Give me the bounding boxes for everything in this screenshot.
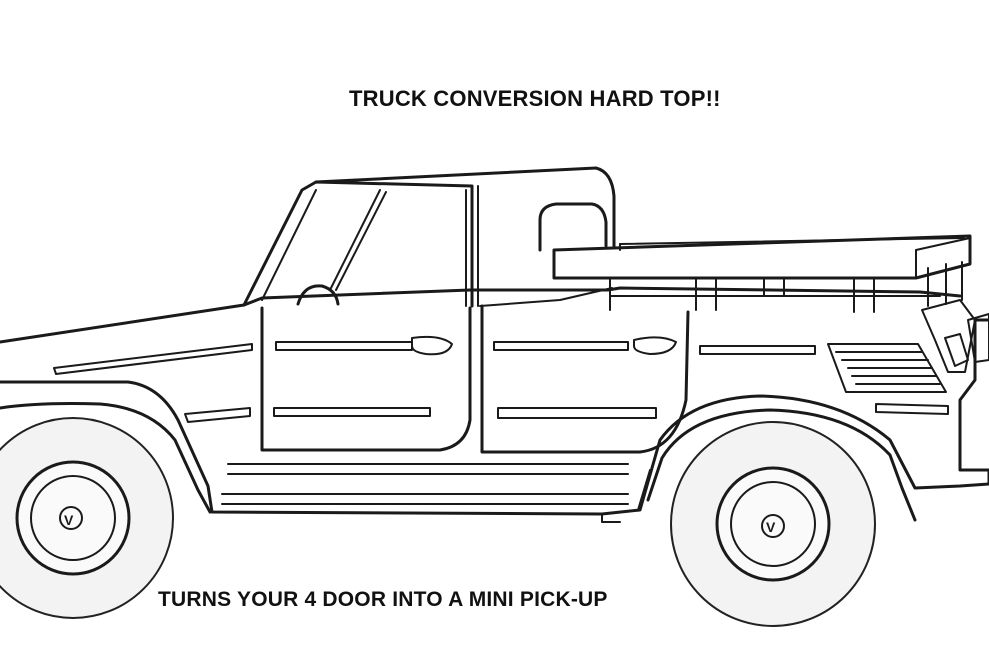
headline-text: TRUCK CONVERSION HARD TOP!! <box>349 86 721 111</box>
vw-logo-icon: V <box>64 512 74 528</box>
vw-logo-icon: V <box>766 519 776 535</box>
pickup-bed <box>552 234 972 313</box>
front-wheel: V <box>0 417 174 619</box>
tagline-text: TURNS YOUR 4 DOOR INTO A MINI PICK-UP <box>158 588 608 611</box>
hard-top-cab <box>242 166 616 308</box>
truck-body <box>0 286 989 523</box>
rear-wheel: V <box>670 421 876 627</box>
